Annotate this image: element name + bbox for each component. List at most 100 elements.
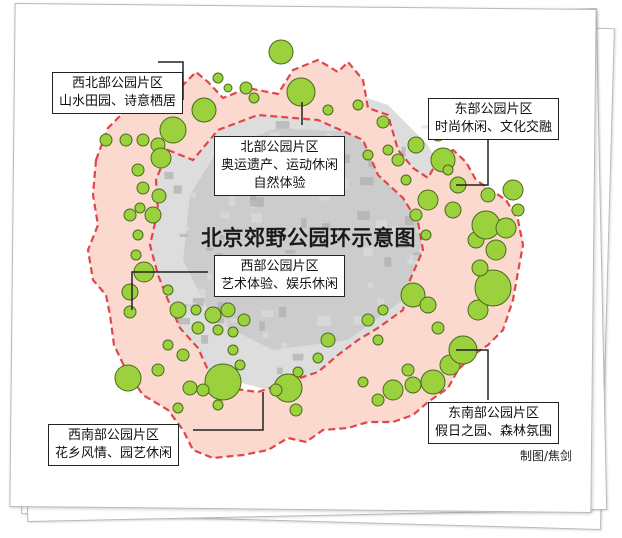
park-marker (268, 39, 294, 65)
city-block (375, 220, 387, 230)
northwest-name: 西北部公园片区 (72, 76, 164, 91)
park-marker (471, 259, 489, 277)
city-block (404, 231, 411, 240)
park-marker (119, 133, 133, 147)
city-block (353, 316, 365, 325)
park-marker (467, 299, 489, 321)
leader-line (131, 271, 208, 310)
park-marker (134, 202, 146, 214)
park-marker (144, 206, 162, 224)
city-block (176, 318, 190, 325)
park-marker (377, 304, 389, 316)
park-marker (480, 187, 496, 203)
city-block (384, 257, 392, 267)
park-marker (442, 164, 454, 176)
park-marker (132, 229, 144, 241)
city-block (390, 309, 402, 317)
city-block (230, 318, 242, 323)
city-block (284, 249, 296, 254)
park-marker (190, 304, 202, 316)
city-block (317, 315, 331, 327)
park-marker (404, 376, 422, 394)
park-marker (511, 203, 525, 217)
park-marker (401, 363, 415, 377)
city-block (258, 125, 268, 131)
city-block (250, 197, 264, 207)
park-marker (123, 305, 137, 319)
park-marker (227, 326, 239, 338)
city-block (363, 247, 373, 256)
park-marker (151, 188, 167, 204)
city-block (276, 367, 283, 374)
park-marker (312, 352, 324, 364)
city-block (190, 192, 196, 198)
park-marker (292, 366, 304, 378)
city-block (391, 226, 400, 232)
city-block (396, 241, 409, 248)
north-theme-2: 自然体验 (253, 176, 306, 191)
city-block (170, 268, 184, 280)
southwest-theme: 花乡风情、园艺休闲 (55, 446, 173, 461)
park-marker (371, 393, 385, 407)
park-marker (159, 116, 187, 144)
city-block (278, 306, 287, 318)
city-block (301, 218, 307, 229)
city-block (261, 310, 274, 318)
park-marker (99, 133, 113, 147)
park-marker (204, 306, 222, 324)
city-block (198, 288, 206, 299)
label-southwest-district: 西南部公园片区 花乡风情、园艺休闲 (48, 424, 180, 466)
city-block (322, 223, 330, 231)
park-marker (169, 301, 187, 319)
park-marker (223, 83, 233, 93)
park-marker (382, 379, 404, 401)
park-marker (417, 189, 439, 211)
city-block (319, 196, 330, 201)
leader-line (456, 349, 489, 400)
park-marker (136, 181, 150, 195)
city-block (154, 250, 167, 261)
park-marker (162, 284, 174, 296)
park-marker (212, 399, 224, 411)
city-block (228, 196, 236, 206)
city-block (219, 235, 225, 240)
southeast-theme: 假日之园、森林氛围 (435, 424, 553, 439)
city-block (179, 233, 188, 237)
park-marker (131, 163, 145, 177)
city-block (220, 318, 228, 327)
city-block (184, 322, 198, 328)
city-block (251, 213, 262, 224)
park-marker (204, 363, 242, 401)
city-block (220, 212, 230, 219)
park-marker (471, 210, 501, 240)
park-marker (362, 149, 374, 161)
city-block (156, 239, 165, 247)
city-block (173, 185, 182, 194)
park-marker (407, 136, 425, 154)
west-name: 西部公园片区 (240, 259, 319, 274)
park-marker (382, 144, 394, 156)
northwest-theme: 山水田园、诗意栖居 (59, 94, 177, 109)
city-block (404, 216, 414, 226)
city-block (421, 125, 430, 129)
park-marker (409, 208, 423, 222)
park-marker (212, 324, 224, 336)
park-marker (361, 313, 375, 327)
city-block (260, 353, 271, 364)
park-marker (114, 364, 142, 392)
map-title: 北京郊野公园环示意图 (201, 226, 416, 250)
leader-line (456, 138, 489, 186)
park-marker (372, 334, 384, 346)
city-block (259, 321, 265, 331)
label-northwest-district: 西北部公园片区 山水田园、诗意栖居 (52, 72, 184, 114)
city-block (409, 255, 419, 265)
park-marker (196, 383, 210, 397)
park-marker (320, 332, 336, 348)
city-block (357, 211, 370, 220)
park-marker (391, 153, 405, 167)
park-marker (495, 217, 517, 239)
park-marker (286, 77, 316, 107)
city-block (401, 146, 406, 157)
park-marker (269, 383, 283, 397)
park-marker (248, 92, 260, 104)
